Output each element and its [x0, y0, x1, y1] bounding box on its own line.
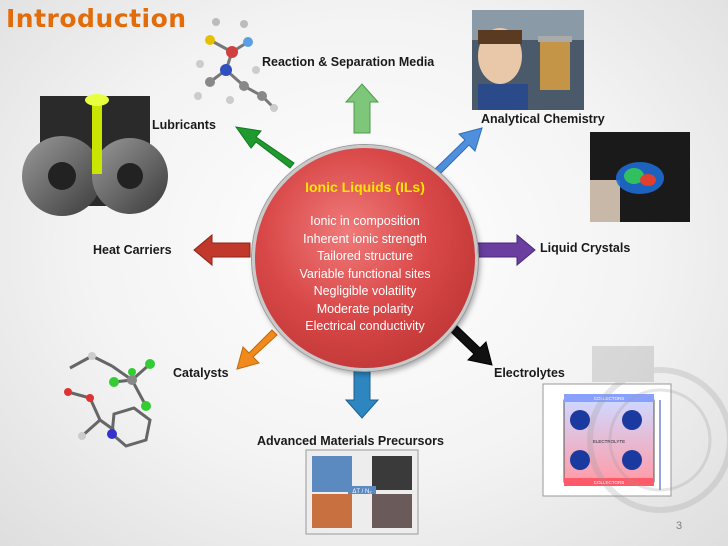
property-item: Tailored structure [317, 249, 413, 263]
label-lubricants: Lubricants [152, 118, 216, 132]
label-electrolytes: Electrolytes [494, 366, 565, 380]
catalyst-molecule-image [64, 352, 155, 448]
page-number: 3 [676, 520, 683, 532]
electrolyte-diagram-image: COLLECTORS ELECTROLYTE COLLECTORS [542, 383, 672, 497]
watermark-logo [587, 346, 728, 513]
label-liquid-crystals: Liquid Crystals [540, 241, 631, 255]
arrow-advanced-materials [344, 369, 380, 419]
ionic-liquids-circle [252, 145, 478, 371]
materials-arrow-label: ΔT / N₂ [352, 489, 372, 495]
arrow-lubricants [234, 126, 295, 169]
gears-image [22, 94, 168, 216]
materials-photo-image: ΔT / N₂ [305, 449, 419, 535]
property-item: Variable functional sites [299, 266, 431, 281]
property-item: Ionic in composition [310, 214, 420, 228]
arrow-analytical-chemistry [431, 127, 483, 178]
property-item: Inherent ionic strength [303, 231, 427, 246]
property-item: Negligible volatility [313, 284, 417, 298]
arrow-catalysts [236, 329, 278, 370]
electrolyte-mid-label: ELECTROLYTE [593, 439, 625, 444]
arrow-electrolytes [449, 324, 493, 366]
arrow-reaction-separation [344, 83, 380, 134]
label-heat-carriers: Heat Carriers [93, 243, 172, 257]
lab-photo-image [472, 10, 584, 110]
label-analytical-chemistry: Analytical Chemistry [481, 112, 605, 126]
arrow-heat-carriers [193, 233, 251, 267]
electrolyte-bottom-label: COLLECTORS [594, 480, 624, 485]
property-item: Moderate polarity [316, 301, 414, 316]
electrolyte-top-label: COLLECTORS [594, 396, 624, 401]
center-title: Ionic Liquids (ILs) [305, 179, 425, 195]
property-item: Electrical conductivity [305, 319, 425, 333]
properties-list: Ionic in composition Inherent ionic stre… [252, 213, 478, 336]
arrow-liquid-crystals [477, 233, 536, 267]
label-advanced-materials: Advanced Materials Precursors [257, 434, 444, 448]
label-reaction-separation: Reaction & Separation Media [262, 55, 435, 69]
slide-title: Introduction [6, 4, 187, 33]
label-catalysts: Catalysts [173, 366, 229, 380]
liquid-crystal-image [590, 132, 690, 222]
molecule-image-top [194, 18, 278, 112]
